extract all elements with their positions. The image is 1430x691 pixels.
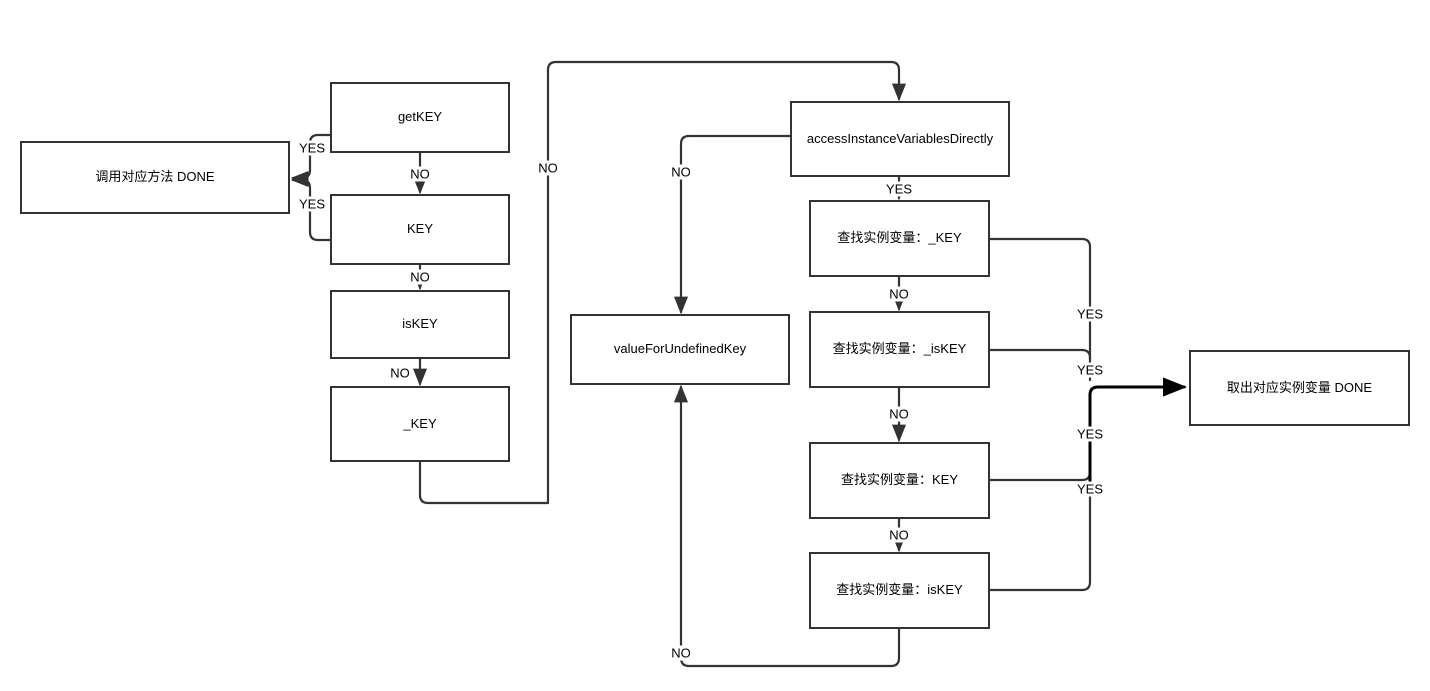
edge-ivar4-yes [988, 398, 1092, 592]
node-access-instance-variables-directly[interactable]: accessInstanceVariablesDirectly [790, 101, 1010, 177]
node-label: 查找实例变量：_KEY [837, 230, 962, 246]
node-label: 查找实例变量：isKEY [836, 582, 963, 598]
edge-label-no-ivar4-vfuk: NO [669, 645, 693, 661]
node-value-for-undefined-key[interactable]: valueForUndefinedKey [570, 314, 790, 385]
node-find-ivar-underscore-key[interactable]: 查找实例变量：_KEY [809, 200, 990, 277]
node-label: accessInstanceVariablesDirectly [806, 130, 994, 146]
edge-access-no [673, 134, 792, 315]
edge-label-no-iskey-underscorekey: NO [388, 365, 412, 381]
node-label: 查找实例变量：KEY [840, 472, 958, 488]
edge-ivar4-no [673, 384, 901, 668]
node-label: 调用对应方法 DONE [95, 169, 215, 185]
node-label: valueForUndefinedKey [613, 341, 747, 357]
edge-label-no-key-iskey: NO [408, 269, 432, 285]
edge-label-yes-getkey-done: YES [296, 140, 328, 156]
edge-label-yes-ivar3-merge: YES [1074, 426, 1106, 442]
edge-ivar2-yes [988, 348, 1092, 382]
edge-label-no-ivar3-ivar4: NO [887, 527, 911, 543]
edge-label-yes-ivar1-merge: YES [1074, 306, 1106, 322]
node-label: KEY [406, 221, 433, 237]
edge-label-no-ivar1-ivar2: NO [887, 286, 911, 302]
node-label: _KEY [403, 415, 437, 431]
node-call-method-done[interactable]: 调用对应方法 DONE [20, 141, 290, 214]
edge-label-yes-key-done: YES [296, 196, 328, 212]
edge-label-no-ivar2-ivar3: NO [887, 406, 911, 422]
edge-left-column-no [546, 60, 907, 505]
edge-label-yes-ivar4-merge: YES [1074, 481, 1106, 497]
node-find-ivar-iskey[interactable]: 查找实例变量：isKEY [809, 552, 990, 629]
edge-label-yes-ivar2-merge: YES [1074, 362, 1106, 378]
node-find-ivar-key[interactable]: 查找实例变量：KEY [809, 442, 990, 519]
node-label: 查找实例变量：_isKEY [832, 341, 967, 357]
node-label: getKEY [397, 109, 443, 125]
node-fetch-ivar-done[interactable]: 取出对应实例变量 DONE [1189, 350, 1410, 426]
edge-label-no-left-column-exit: NO [536, 160, 560, 176]
edge-label-no-getkey-key: NO [408, 166, 432, 182]
node-getkey[interactable]: getKEY [330, 82, 510, 153]
edge-label-yes-access-ivar: YES [883, 181, 915, 197]
node-iskey[interactable]: isKEY [330, 290, 510, 359]
node-find-ivar-underscore-iskey[interactable]: 查找实例变量：_isKEY [809, 311, 990, 388]
node-label: isKEY [402, 316, 438, 332]
edge-label-no-access-vfuk: NO [669, 164, 693, 180]
edge-underscorekey-exit [418, 460, 550, 505]
node-key[interactable]: KEY [330, 194, 510, 265]
node-underscore-key[interactable]: _KEY [330, 386, 510, 462]
node-label: 取出对应实例变量 DONE [1226, 379, 1373, 395]
edge-ivar1-yes [988, 237, 1092, 362]
